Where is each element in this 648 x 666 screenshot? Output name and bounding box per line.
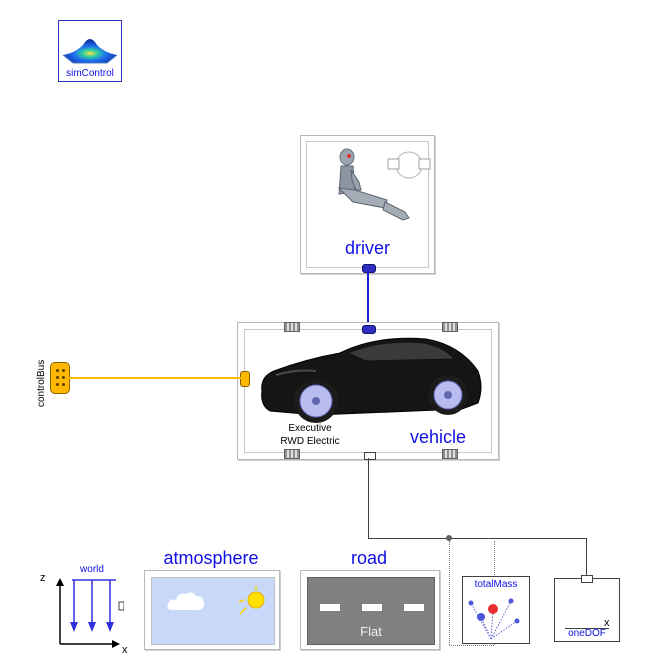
driver-block[interactable]: driver	[300, 135, 435, 274]
sun-icon	[238, 586, 265, 615]
one-dof-mount-connector[interactable]	[581, 575, 593, 583]
road-label: road	[350, 548, 388, 568]
mass-points-icon	[468, 598, 520, 640]
mass-dotted-connection	[449, 541, 450, 645]
lane-marking	[404, 604, 424, 611]
flange-connector[interactable]	[442, 449, 458, 459]
vehicle-label: vehicle	[409, 427, 467, 447]
flange-connector[interactable]	[442, 322, 458, 332]
road-block[interactable]: Flat	[300, 570, 440, 650]
road-surface: Flat	[307, 577, 435, 645]
driver-connector[interactable]	[362, 264, 376, 273]
one-dof-label: oneDOF	[568, 628, 606, 639]
mount-connection	[368, 458, 369, 538]
driver-vehicle-connection	[367, 271, 369, 328]
one-dof-x-marker: x	[604, 617, 610, 629]
control-bus-connector[interactable]	[50, 362, 70, 394]
crash-dummy-icon	[337, 148, 410, 221]
bus-pin-icon	[62, 369, 65, 372]
total-mass-block[interactable]: totalMass	[462, 576, 530, 644]
world-axis-x: x	[122, 644, 128, 656]
surface-plot-icon	[62, 39, 118, 64]
one-dof-axis-line	[565, 628, 609, 629]
vehicle-description-line2: RWD Electric	[280, 436, 340, 447]
mass-dotted-connection	[449, 645, 494, 646]
vehicle-driver-connector[interactable]	[362, 325, 376, 334]
sim-control-label: simControl	[66, 68, 114, 79]
world-axis-z: z	[40, 572, 46, 584]
sky-panel	[151, 577, 275, 645]
mount-connection	[368, 538, 586, 539]
control-bus-label: controlBus	[36, 359, 47, 407]
one-dof-block[interactable]: x oneDOF	[554, 575, 620, 642]
driver-label: driver	[344, 238, 390, 258]
control-bus-connection	[68, 377, 241, 379]
world-label: world	[80, 564, 104, 575]
bus-pin-icon	[56, 376, 59, 379]
bus-pin-icon	[62, 376, 65, 379]
steering-circuit-icon	[387, 151, 431, 179]
lane-marking	[320, 604, 340, 611]
vehicle-description-line1: Executive	[288, 423, 332, 434]
vehicle-mount-connector[interactable]	[364, 452, 376, 460]
cloud-icon	[167, 592, 204, 610]
vehicle-bus-connector[interactable]	[240, 371, 250, 387]
atmosphere-label: atmosphere	[163, 548, 259, 568]
flange-connector[interactable]	[284, 449, 300, 459]
road-surface-label: Flat	[360, 624, 382, 639]
mount-connection	[586, 538, 587, 578]
bus-pin-icon	[62, 383, 65, 386]
atmosphere-block[interactable]	[144, 570, 280, 650]
flange-connector[interactable]	[284, 322, 300, 332]
car-icon	[261, 337, 482, 423]
sim-control-block[interactable]: simControl	[58, 20, 122, 82]
bus-pin-icon	[56, 383, 59, 386]
total-mass-label: totalMass	[474, 579, 518, 590]
connection-node	[446, 535, 452, 541]
lane-marking	[362, 604, 382, 611]
vehicle-block[interactable]: Executive RWD Electric vehicle	[237, 322, 499, 460]
world-block[interactable]: world z x	[40, 564, 128, 656]
bus-pin-icon	[56, 369, 59, 372]
world-frame-icon	[56, 578, 124, 648]
